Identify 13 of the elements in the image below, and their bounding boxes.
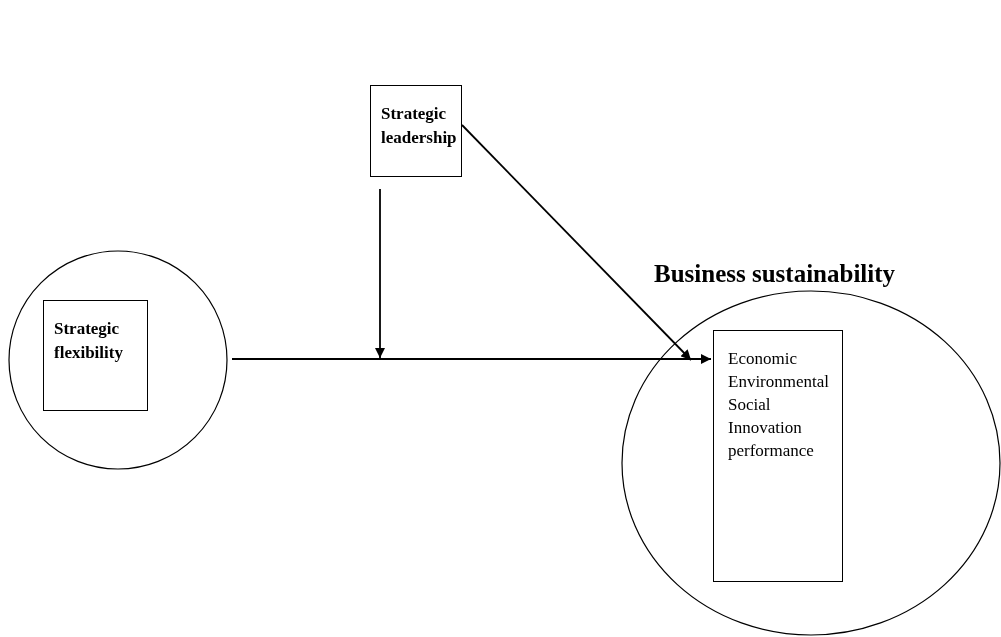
variable-box — [713, 330, 843, 582]
variable-label: Strategic flexibility — [54, 318, 124, 364]
variable-box — [43, 300, 148, 411]
arrow — [231, 354, 712, 364]
arrow — [461, 124, 692, 361]
variable-label: Strategic leadership — [381, 103, 458, 149]
arrow — [375, 188, 385, 359]
dimension-text: Social — [728, 394, 772, 416]
dimension-text: Environmental — [728, 371, 831, 393]
variable-box — [370, 85, 462, 177]
dimension-text: Innovation performance — [728, 417, 815, 462]
construct-heading: Business sustainability — [654, 259, 896, 289]
dimension-text: Economic — [728, 348, 798, 370]
